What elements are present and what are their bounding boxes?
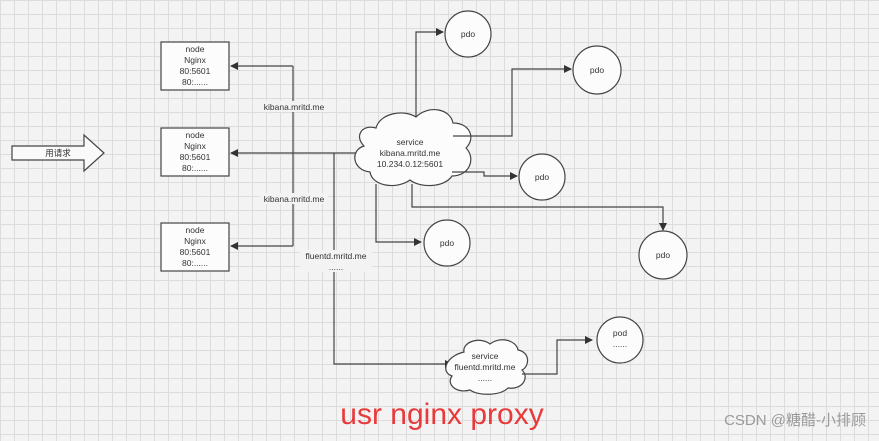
fluentd-pod-line-2: ...... bbox=[613, 339, 627, 349]
edge-label-kibana-mid: kibana.mritd.me bbox=[264, 194, 325, 204]
pod-3: pdo bbox=[518, 153, 566, 201]
pod-5: pdo bbox=[638, 230, 688, 280]
kibana-pod-routes bbox=[375, 28, 667, 246]
nginx-node-1-line-3: 80:5601 bbox=[180, 66, 211, 76]
fluentd-service-cloud: service fluentd.mritd.me ...... bbox=[445, 339, 529, 395]
nginx-node-1-line-4: 80:...... bbox=[182, 77, 208, 87]
kibana-routes bbox=[230, 62, 362, 250]
nginx-node-2: node Nginx 80:5601 80:...... bbox=[160, 127, 230, 177]
kibana-service-line-3: 10.234.0.12:5601 bbox=[377, 159, 443, 169]
user-request-arrow: 用请求 bbox=[11, 133, 105, 173]
kibana-service-line-2: kibana.mritd.me bbox=[380, 148, 441, 158]
edge-label-kibana-top-group: kibana.mritd.me bbox=[260, 101, 328, 112]
nginx-node-1: node Nginx 80:5601 80:...... bbox=[160, 41, 230, 91]
kibana-service-cloud: service kibana.mritd.me 10.234.0.12:5601 bbox=[354, 109, 472, 187]
nginx-node-1-line-2: Nginx bbox=[184, 55, 206, 65]
pod-2: pdo bbox=[572, 45, 622, 95]
pod-4: pdo bbox=[423, 219, 471, 267]
nginx-node-3-line-2: Nginx bbox=[184, 236, 206, 246]
fluentd-service-line-3: ...... bbox=[478, 373, 492, 383]
fluentd-service-line-1: service bbox=[472, 351, 499, 361]
fluentd-pod: pod ...... bbox=[596, 316, 644, 364]
nginx-node-3-line-4: 80:...... bbox=[182, 258, 208, 268]
nginx-node-3: node Nginx 80:5601 80:...... bbox=[160, 222, 230, 272]
edge-label-fluentd-dots: ...... bbox=[329, 262, 343, 272]
edge-label-fluentd: fluentd.mritd.me bbox=[306, 251, 367, 261]
pod-2-label: pdo bbox=[590, 65, 604, 75]
edge-label-kibana-mid-group: kibana.mritd.me bbox=[260, 193, 328, 204]
diagram-caption: usr nginx proxy bbox=[340, 398, 543, 431]
nginx-node-2-line-1: node bbox=[186, 130, 205, 140]
csdn-watermark: CSDN @糖醋-小排顾 bbox=[724, 412, 866, 429]
nginx-node-1-line-1: node bbox=[186, 44, 205, 54]
fluentd-pod-line-1: pod bbox=[613, 328, 627, 338]
kibana-service-line-1: service bbox=[397, 137, 424, 147]
fluentd-pod-route bbox=[522, 336, 593, 375]
pod-1: pdo bbox=[444, 10, 492, 58]
edge-label-fluentd-group: fluentd.mritd.me ...... bbox=[300, 250, 372, 272]
nginx-node-3-line-1: node bbox=[186, 225, 205, 235]
edge-label-kibana-top: kibana.mritd.me bbox=[264, 102, 325, 112]
fluentd-route bbox=[333, 153, 453, 368]
pod-5-label: pdo bbox=[656, 250, 670, 260]
user-request-label: 用请求 bbox=[45, 148, 71, 158]
pod-1-label: pdo bbox=[461, 29, 475, 39]
pod-4-label: pdo bbox=[440, 238, 454, 248]
nginx-node-2-line-4: 80:...... bbox=[182, 163, 208, 173]
fluentd-service-line-2: fluentd.mritd.me bbox=[455, 362, 516, 372]
nginx-node-2-line-2: Nginx bbox=[184, 141, 206, 151]
nginx-node-2-line-3: 80:5601 bbox=[180, 152, 211, 162]
pod-3-label: pdo bbox=[535, 172, 549, 182]
nginx-node-3-line-3: 80:5601 bbox=[180, 247, 211, 257]
